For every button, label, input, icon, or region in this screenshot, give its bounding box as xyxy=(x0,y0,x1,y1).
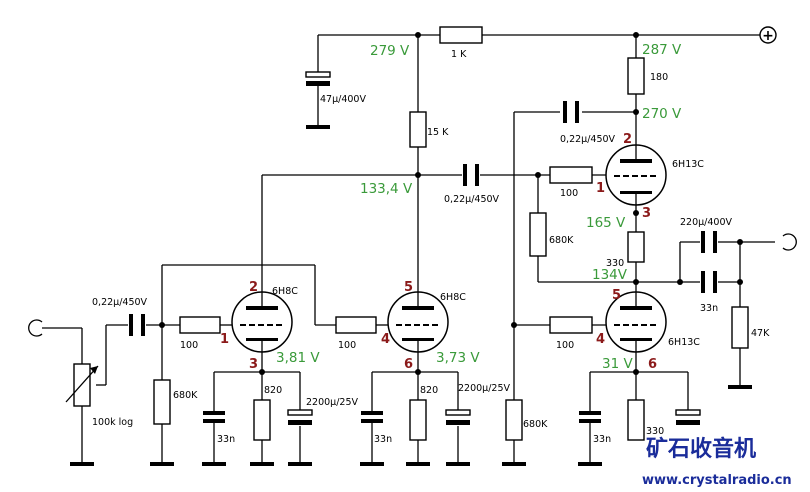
label-c-33n-2: 33n xyxy=(374,434,392,445)
label-c-220u: 220µ/400V xyxy=(680,217,733,228)
label-r-100-v3: 100 xyxy=(560,188,578,199)
label-r-180: 180 xyxy=(650,72,668,83)
wires xyxy=(42,34,775,462)
plus-terminal[interactable]: + xyxy=(759,26,777,44)
pin-v4-anode: 5 xyxy=(612,288,621,303)
label-r-47k: 47K xyxy=(751,328,770,339)
resistor-330-lower xyxy=(627,399,645,441)
voltage-165: 165 V xyxy=(586,215,626,231)
voltage-133: 133,4 V xyxy=(360,181,413,197)
pin-v4-grid: 4 xyxy=(596,332,605,347)
pin-v1-anode: 2 xyxy=(249,280,258,295)
watermark-url: www.crystalradio.cn xyxy=(642,473,792,488)
pin-v2-anode: 5 xyxy=(404,280,413,295)
voltage-381: 3,81 V xyxy=(276,350,320,366)
watermark-title: 矿石收音机 xyxy=(646,436,756,462)
junction-dots xyxy=(159,32,743,375)
label-c-input: 0,22µ/450V xyxy=(92,297,148,308)
voltage-134: 134V xyxy=(592,267,628,283)
pin-numbers: 2 1 3 5 4 6 2 1 3 5 4 6 xyxy=(220,132,657,372)
input-jack-icon[interactable] xyxy=(28,319,43,337)
resistor-1k xyxy=(439,26,483,44)
tube-v2 xyxy=(387,291,449,353)
voltage-readings: 279 V 287 V 270 V 133,4 V 165 V 134V 3,8… xyxy=(276,42,682,372)
label-c-2200u-right: 2200µ/25V xyxy=(458,383,511,394)
label-pot: 100k log xyxy=(92,417,133,428)
plus-symbol: + xyxy=(762,28,774,44)
resistor-100-v4 xyxy=(549,316,593,334)
voltage-287: 287 V xyxy=(642,42,682,58)
label-r-820-left: 820 xyxy=(264,385,282,396)
label-c-couple-mid: 0,22µ/450V xyxy=(444,194,500,205)
capacitors xyxy=(129,71,717,425)
cap-47u-plate-plus xyxy=(305,71,331,78)
label-r-15k: 15 K xyxy=(427,127,449,138)
voltage-279: 279 V xyxy=(370,43,410,59)
resistor-180 xyxy=(627,57,645,95)
label-c-33n-out: 33n xyxy=(700,303,718,314)
resistor-680k-mid xyxy=(529,212,547,257)
tube-v3 xyxy=(605,144,667,206)
label-r-1k: 1 K xyxy=(451,49,467,60)
voltage-31: 31 V xyxy=(602,356,633,372)
resistor-15k xyxy=(409,111,427,148)
pin-v1-grid: 1 xyxy=(220,332,229,347)
tube-v1 xyxy=(231,291,293,353)
label-r-100-v2: 100 xyxy=(338,340,356,351)
pin-v1-cathode: 3 xyxy=(249,357,258,372)
label-r-680k-right: 680K xyxy=(523,419,548,430)
resistor-100-v3 xyxy=(549,166,593,184)
resistor-330-upper xyxy=(627,231,645,263)
label-tube-v2: 6H8C xyxy=(440,292,466,303)
label-r-680k-mid: 680K xyxy=(549,235,574,246)
label-r-330-lower: 330 xyxy=(646,426,664,437)
pin-v2-cathode: 6 xyxy=(404,357,413,372)
label-tube-v1: 6H8C xyxy=(272,286,298,297)
pin-v3-cathode: 3 xyxy=(642,206,651,221)
pin-v2-grid: 4 xyxy=(381,332,390,347)
label-r-680k-left: 680K xyxy=(173,390,198,401)
resistor-820-left xyxy=(253,399,271,441)
label-r-100-v4: 100 xyxy=(556,340,574,351)
label-c-47u: 47µ/400V xyxy=(320,94,366,105)
potentiometer-100k[interactable] xyxy=(65,363,99,407)
label-tube-v3: 6H13C xyxy=(672,159,704,170)
output-jack-icon[interactable] xyxy=(782,233,797,251)
label-r-330-upper: 330 xyxy=(606,258,624,269)
resistor-680k-left xyxy=(153,379,171,425)
resistor-100-v1 xyxy=(179,316,221,334)
label-tube-v4: 6H13C xyxy=(668,337,700,348)
pin-v4-cathode: 6 xyxy=(648,357,657,372)
resistor-680k-right xyxy=(505,399,523,441)
voltage-373: 3,73 V xyxy=(436,350,480,366)
label-r-820-right: 820 xyxy=(420,385,438,396)
label-c-33n-1: 33n xyxy=(217,434,235,445)
label-c-2200u-left: 2200µ/25V xyxy=(306,397,359,408)
component-labels: 1 K 180 15 K 47µ/400V 0,22µ/450V 0,22µ/4… xyxy=(92,49,770,445)
cap-47u-plate xyxy=(306,81,330,86)
voltage-270: 270 V xyxy=(642,106,682,122)
label-r-100-v1: 100 xyxy=(180,340,198,351)
resistor-47k xyxy=(731,306,749,349)
label-c-couple-top: 0,22µ/450V xyxy=(560,134,616,145)
resistor-100-v2 xyxy=(335,316,377,334)
resistors xyxy=(153,26,749,441)
pin-v3-grid: 1 xyxy=(596,181,605,196)
label-c-33n-3: 33n xyxy=(593,434,611,445)
tube-v4 xyxy=(605,291,667,353)
ground-symbols xyxy=(70,125,752,466)
pin-v3-anode: 2 xyxy=(623,132,632,147)
resistor-820-right xyxy=(409,399,427,441)
watermark: 矿石收音机 www.crystalradio.cn xyxy=(642,436,792,488)
